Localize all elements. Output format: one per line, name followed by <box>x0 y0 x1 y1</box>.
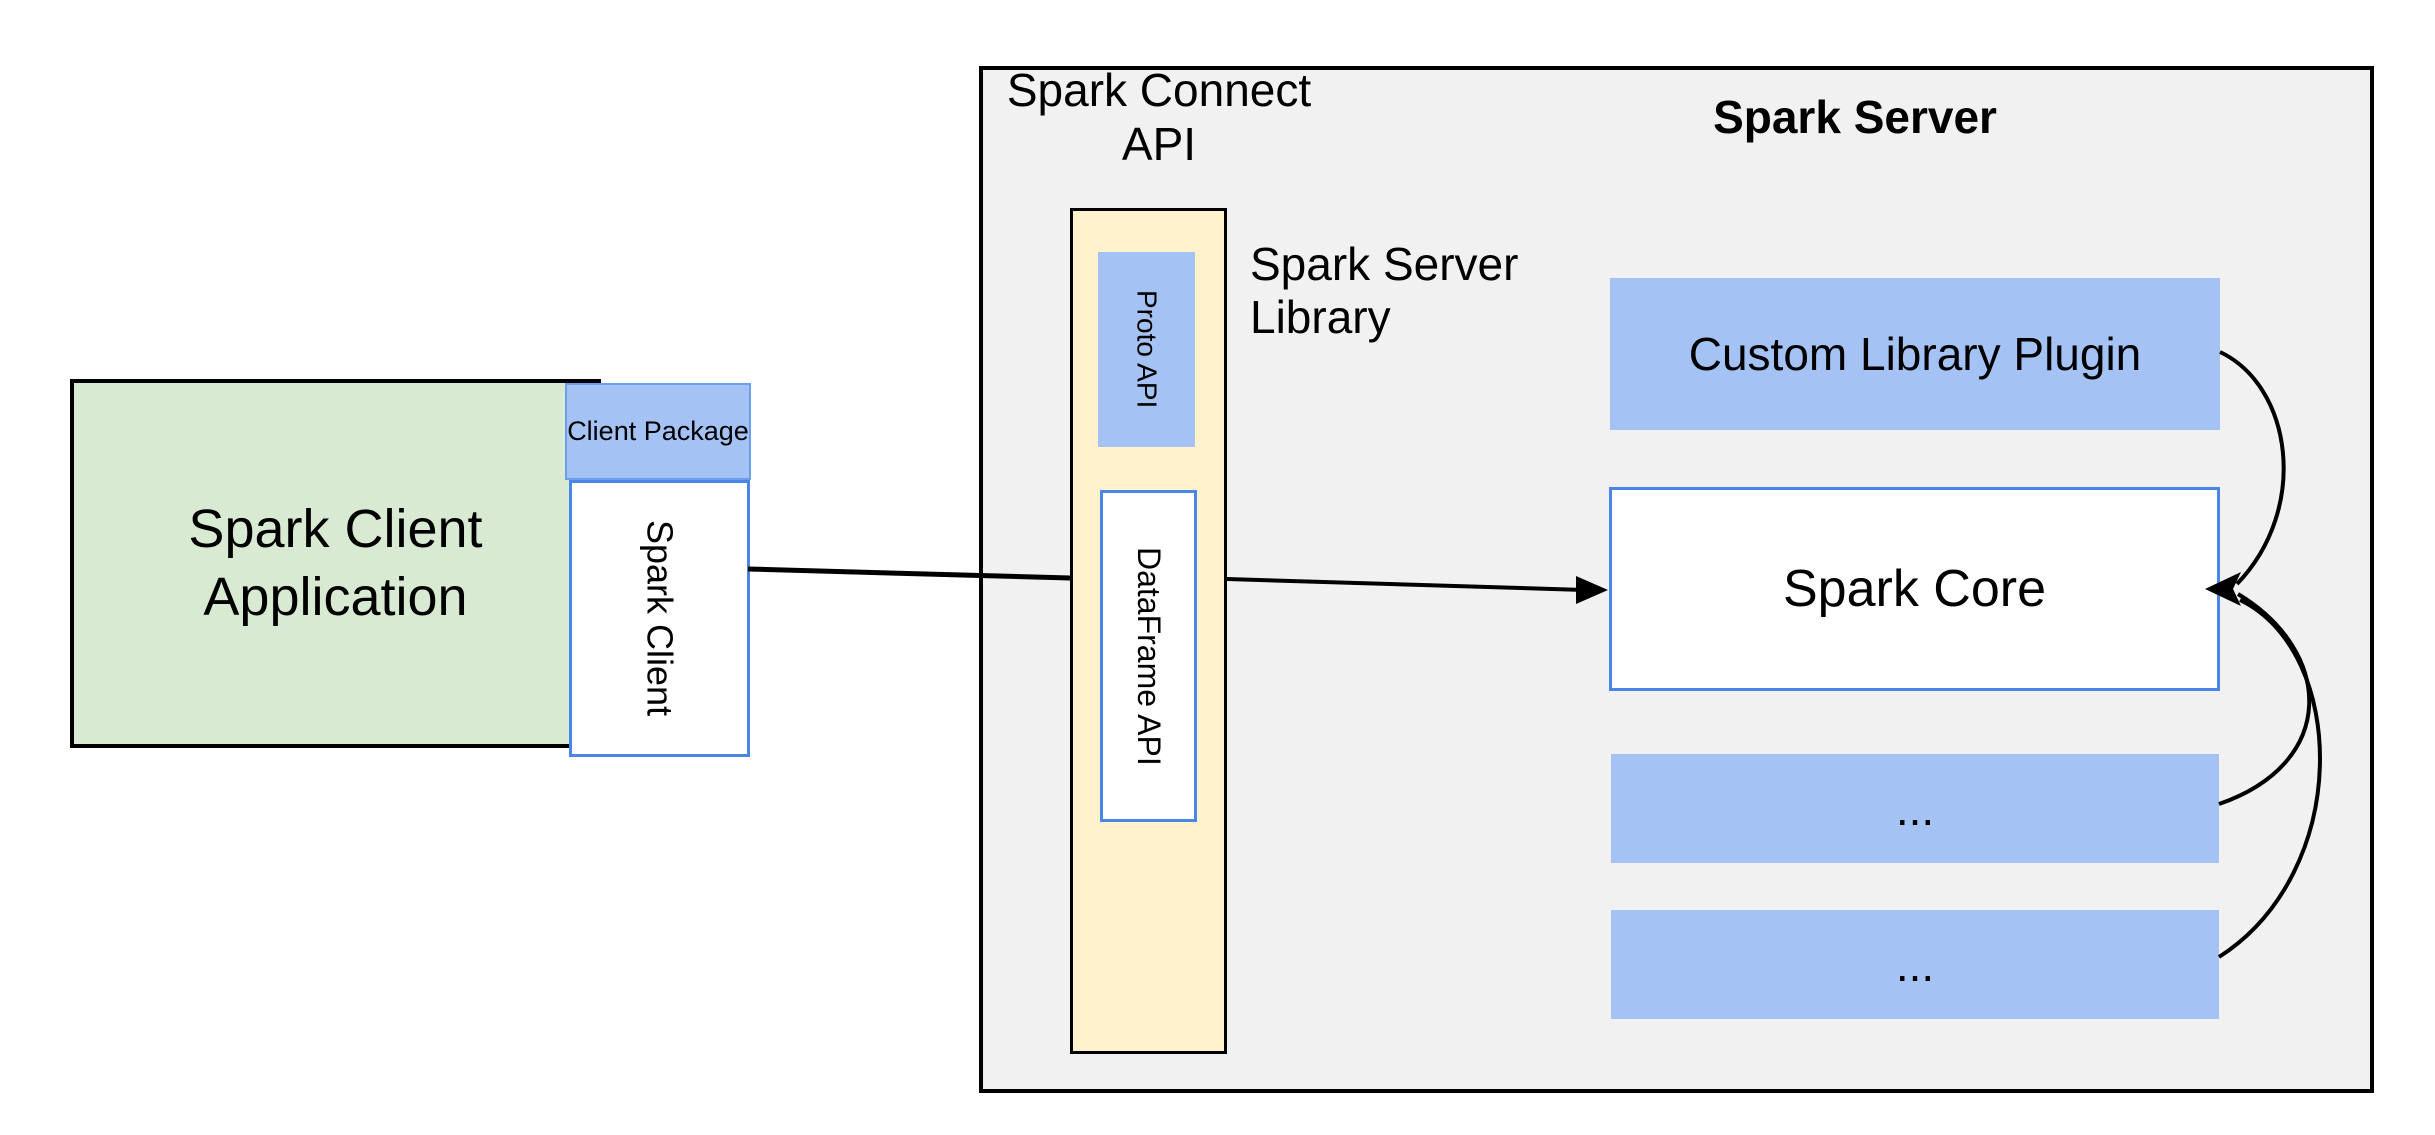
client-package-box: Client Package <box>565 383 751 480</box>
proto-api-label: Proto API <box>1131 290 1163 409</box>
custom-library-plugin-box: Custom Library Plugin <box>1610 278 2220 430</box>
spark-core-label: Spark Core <box>1783 560 2046 618</box>
ellipsis-label-1: ... <box>1895 782 1935 835</box>
custom-library-plugin-label: Custom Library Plugin <box>1688 328 2142 380</box>
spark-connect-api-title: Spark Connect API <box>1006 64 1312 170</box>
spark-client-application-box: Spark Client Application <box>70 379 601 748</box>
ellipsis-label-2: ... <box>1895 938 1935 991</box>
client-package-label: Client Package <box>567 416 749 447</box>
dataframe-api-label: DataFrame API <box>1131 546 1167 766</box>
spark-client-application-label: Spark Client Application <box>188 499 483 627</box>
proto-api-box: Proto API <box>1098 252 1195 447</box>
spark-server-title: Spark Server <box>1713 91 1997 143</box>
spark-client-label: Spark Client <box>639 520 681 717</box>
spark-server-library-label: Spark Server Library <box>1250 238 1519 343</box>
dataframe-api-box: DataFrame API <box>1100 490 1197 822</box>
spark-client-box: Spark Client <box>569 480 750 757</box>
spark-core-box: Spark Core <box>1609 487 2220 691</box>
plugin-placeholder-box-2: ... <box>1611 910 2219 1019</box>
plugin-placeholder-box-1: ... <box>1611 754 2219 863</box>
